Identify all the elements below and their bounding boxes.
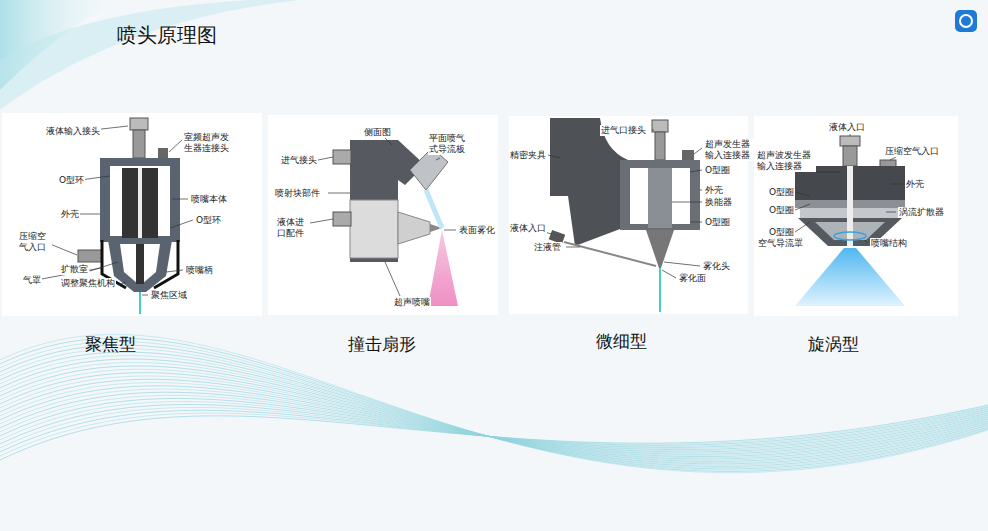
panel-caption: 微细型 xyxy=(596,330,647,353)
panel xyxy=(2,113,262,316)
part-label: 雾化头 xyxy=(702,261,731,272)
wave-line xyxy=(0,359,988,464)
part-label: 精密夹具 xyxy=(509,150,547,161)
part-label: 气罩 xyxy=(22,275,42,286)
panel-caption: 旋涡型 xyxy=(808,333,859,356)
fan-nozzle xyxy=(310,138,458,306)
part-label: 超声喷嘴 xyxy=(393,297,431,308)
part-label: O型圈 xyxy=(704,217,731,228)
part-label: 外壳 xyxy=(60,209,80,220)
wave-line xyxy=(0,362,988,462)
part-label: 平面喷气 式导流板 xyxy=(428,133,472,155)
part-label: 喷嘴本体 xyxy=(190,194,228,205)
panel-caption: 聚焦型 xyxy=(85,333,136,356)
part-label: 喷射块部件 xyxy=(274,188,321,199)
wave-line xyxy=(0,389,988,453)
part-label: 侧面图 xyxy=(363,127,392,138)
part-label: 压缩空气入口 xyxy=(884,146,940,157)
wave-line xyxy=(0,369,988,460)
app-icon-mark xyxy=(960,15,972,27)
part-label: 雾化面 xyxy=(678,273,707,284)
part-label: 超声波发生器 输入连接器 xyxy=(756,150,816,172)
wave-lines xyxy=(0,334,988,472)
wave-line xyxy=(0,401,988,448)
wave-line xyxy=(0,342,988,471)
wave-line xyxy=(0,379,988,456)
part-label: 进气口接头 xyxy=(600,125,647,136)
part-label: 液体进 口配件 xyxy=(276,217,310,239)
wave-line xyxy=(0,395,988,450)
part-label: 压缩空 气入口 xyxy=(18,231,52,253)
part-label: 注液管 xyxy=(533,242,562,253)
wave-line xyxy=(0,352,988,466)
part-label: 换能器 xyxy=(704,197,733,208)
wave-line xyxy=(0,398,988,449)
wave-line xyxy=(0,334,988,472)
wave-line xyxy=(0,338,988,471)
part-label: 喷嘴结构 xyxy=(870,238,908,249)
part-label: O型环 xyxy=(195,215,222,226)
part-label: O型圈 xyxy=(768,205,795,216)
part-label: 扩散室 xyxy=(60,264,89,275)
part-label: 液体输入接头 xyxy=(45,126,101,137)
part-label: 液体入口 xyxy=(828,122,866,133)
wave-line xyxy=(0,356,988,466)
wave-line xyxy=(0,386,988,454)
part-label: 表面雾化 xyxy=(458,225,496,236)
part-label: O型圈 xyxy=(768,187,795,198)
part-label: 调整聚焦机构 xyxy=(60,278,116,289)
part-label: O型圈 xyxy=(704,165,731,176)
part-label: O型圈 xyxy=(768,227,795,238)
part-label: 涡流扩散器 xyxy=(898,207,945,218)
part-label: 喷嘴柄 xyxy=(185,265,214,276)
focus-nozzle xyxy=(36,118,193,314)
app-icon xyxy=(955,10,977,32)
part-label: 超声发生器 输入连接器 xyxy=(704,139,756,161)
part-label: 液体入口 xyxy=(509,223,547,234)
panel xyxy=(268,115,498,315)
wave-line xyxy=(0,407,988,452)
part-label: 外壳 xyxy=(704,185,724,196)
part-label: 进气接头 xyxy=(280,155,318,166)
wave-line xyxy=(0,405,988,460)
part-label: 空气导流罩 xyxy=(757,238,804,249)
wave-line xyxy=(0,345,988,469)
part-label: O型环 xyxy=(58,175,85,186)
wave-line xyxy=(0,376,988,458)
wave-line xyxy=(0,392,988,452)
wave-line xyxy=(0,407,988,448)
wave-line xyxy=(0,349,988,468)
wave-line xyxy=(0,366,988,462)
swoosh xyxy=(0,0,300,110)
part-label: 聚焦区域 xyxy=(150,290,188,301)
panel-caption: 撞击扇形 xyxy=(348,333,416,356)
slide-title: 喷头原理图 xyxy=(117,22,217,49)
wave-line xyxy=(0,404,988,447)
part-label: 室频超声发 生器连接头 xyxy=(183,132,235,154)
panel xyxy=(754,116,958,316)
wave-line xyxy=(0,373,988,459)
part-label: 外壳 xyxy=(905,179,925,190)
